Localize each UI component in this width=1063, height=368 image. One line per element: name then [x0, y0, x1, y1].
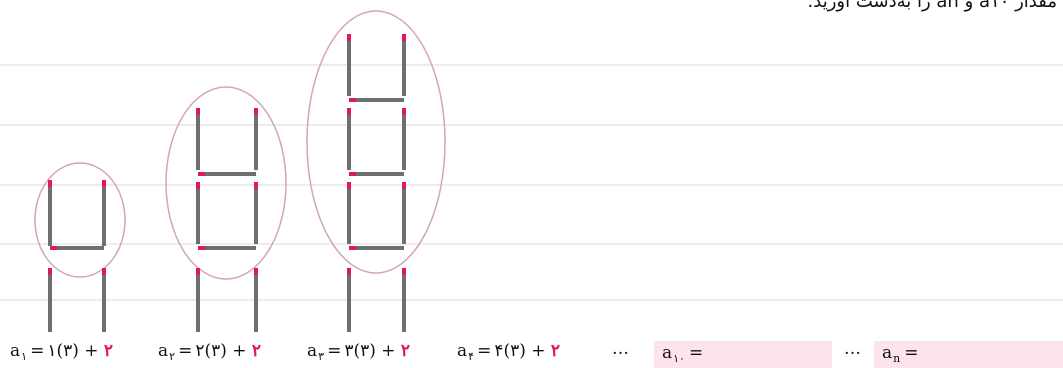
formula-a3: a۳=۳(۳) + ۲ — [307, 341, 411, 363]
formula-a2: a۲=۲(۳) + ۲ — [158, 341, 262, 363]
formula-added-term: ۲ — [103, 341, 114, 361]
formula-label: a — [457, 341, 468, 361]
formula-subscript: ۳ — [318, 350, 325, 363]
figure-3 — [306, 10, 446, 332]
ruled-line — [0, 184, 1063, 186]
formula-expression: ۲(۳) + — [195, 341, 252, 361]
answer-subscript: ۱۰ — [673, 352, 685, 365]
answer-subscript: n — [893, 352, 901, 365]
answer-label: a — [662, 343, 673, 363]
formula-label: a — [158, 341, 169, 361]
ruled-line — [0, 64, 1063, 66]
sequence-ellipsis: … — [612, 339, 629, 359]
figure-1-ellipse — [34, 162, 126, 278]
sequence-ellipsis: … — [844, 339, 861, 359]
ruled-line — [0, 243, 1063, 245]
formula-a1: a۱=۱(۳) + ۲ — [10, 341, 114, 363]
formula-label: a — [307, 341, 318, 361]
formula-expression: ۳(۳) + — [344, 341, 401, 361]
ruled-line — [0, 299, 1063, 301]
figure-1 — [34, 162, 126, 332]
formula-added-term: ۲ — [400, 341, 411, 361]
formula-subscript: ۲ — [169, 350, 176, 363]
formula-subscript: ۴ — [468, 350, 475, 363]
formula-equals: = — [477, 341, 492, 361]
figure-3-ellipse — [306, 10, 446, 274]
formula-equals: = — [178, 341, 193, 361]
formula-added-term: ۲ — [550, 341, 561, 361]
formula-row: a۱=۱(۳) + ۲ a۲=۲(۳) + ۲ a۳=۳(۳) + ۲ a۴=۴… — [0, 337, 1063, 368]
formula-equals: = — [30, 341, 45, 361]
formula-subscript: ۱ — [21, 350, 28, 363]
formula-equals: = — [327, 341, 342, 361]
answer-field-a10[interactable]: a۱۰= — [654, 341, 832, 368]
instruction-text: مقدار a۱۰ و an را به‌دست آورید. — [807, 0, 1057, 12]
formula-a4: a۴=۴(۳) + ۲ — [457, 341, 561, 363]
figure-2 — [165, 86, 287, 332]
answer-field-an[interactable]: an= — [874, 341, 1063, 368]
ruled-line — [0, 124, 1063, 126]
formula-expression: ۴(۳) + — [494, 341, 551, 361]
formula-added-term: ۲ — [251, 341, 262, 361]
formula-label: a — [10, 341, 21, 361]
answer-label: a — [882, 343, 893, 363]
figure-2-ellipse — [165, 86, 287, 280]
answer-equals: = — [904, 343, 919, 363]
answer-equals: = — [688, 343, 704, 363]
formula-expression: ۱(۳) + — [47, 341, 104, 361]
